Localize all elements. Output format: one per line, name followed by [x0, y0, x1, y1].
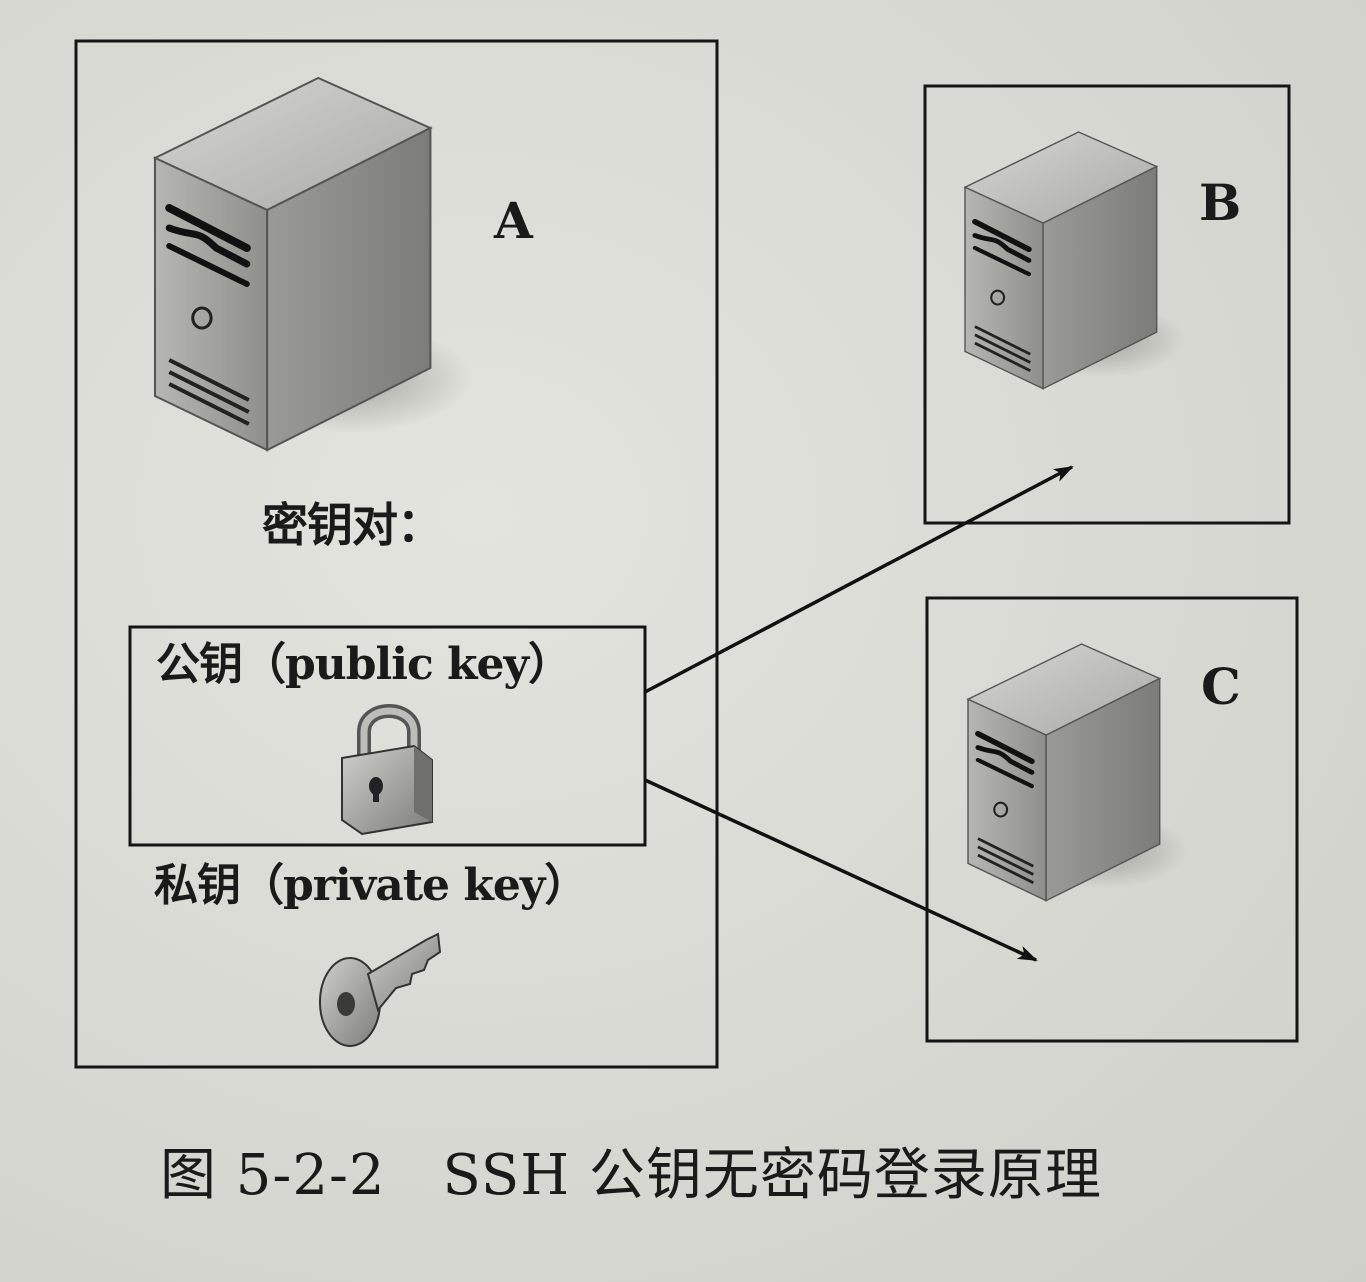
server-icon: [155, 78, 471, 450]
node-a-label: A: [494, 191, 533, 250]
node-c-label: C: [1201, 657, 1241, 716]
node-c-box: [925, 596, 1299, 1043]
arrow-to-b: [644, 465, 1074, 694]
node-b-box: [923, 84, 1291, 525]
node-b-label: B: [1199, 173, 1242, 232]
key-icon: [319, 932, 442, 1047]
server-icon: [965, 132, 1185, 389]
node-a-box: [74, 39, 719, 1069]
padlock-icon: [341, 704, 433, 836]
keypair-title: 密钥对：: [262, 498, 443, 552]
server-icon: [968, 644, 1188, 901]
public-key-label: 公钥（public key）: [156, 639, 572, 690]
arrow-to-c: [644, 778, 1038, 962]
private-key-label: 私钥（private key）: [154, 860, 588, 911]
public-key-box: [128, 625, 647, 847]
figure-caption: 图 5-2-2 SSH 公钥无密码登录原理: [160, 1143, 1102, 1208]
